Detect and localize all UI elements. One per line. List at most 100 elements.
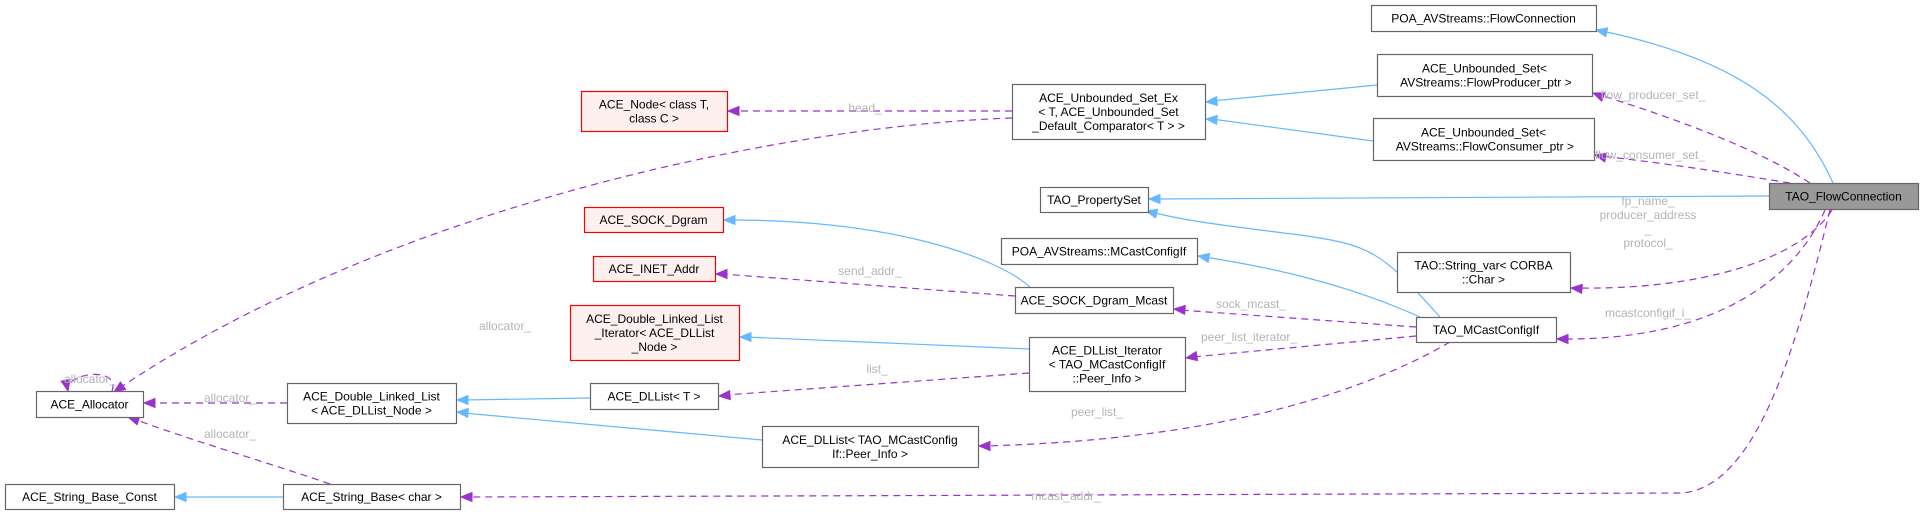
edge-label: flow_consumer_set_: [1595, 148, 1705, 162]
usage-edge-sock-dgram-mcast-to-inet-addr: [714, 268, 1016, 297]
node-box: [1396, 251, 1572, 294]
edge-line: [1203, 256, 1421, 318]
edge-label: allocator_: [204, 391, 256, 405]
class-node-mcast-config-if[interactable]: TAO_MCastConfigIf: [1415, 316, 1558, 344]
nodes-layer: TAO_FlowConnection POA_AVStreams::FlowCon…: [4, 4, 1920, 511]
edge-line: [1601, 30, 1834, 184]
node-box: [580, 90, 729, 133]
node-label: ACE_Double_Linked_List< ACE_DLList_Node …: [303, 390, 440, 418]
node-label: ACE_String_Base< char >: [301, 490, 442, 504]
class-node-sock-dgram-mcast[interactable]: ACE_SOCK_Dgram_Mcast: [1014, 286, 1175, 315]
edge-label: mcastconfigif_i_: [1605, 306, 1691, 320]
arrowhead-icon: [717, 389, 731, 401]
arrowhead-icon: [459, 491, 473, 503]
edge-line: [724, 372, 1030, 396]
usage-edge-flow-connection-to-string-var: [1569, 209, 1833, 295]
usage-edge-flow-connection-to-unbounded-set-consumer: [1593, 152, 1791, 184]
edge-line: [466, 209, 1831, 498]
node-label: ACE_Allocator: [50, 398, 128, 412]
node-box: [589, 382, 720, 411]
inheritance-edge-dllist-peer-to-double-linked-list: [455, 407, 763, 441]
node-box: [1415, 316, 1558, 344]
edge-label: flow_producer_set_: [1601, 88, 1706, 102]
usage-edge-unbounded-set-ex-to-allocator: [112, 117, 1013, 393]
class-node-property-set[interactable]: TAO_PropertySet: [1039, 186, 1150, 214]
edge-label: allocator_: [64, 372, 116, 386]
class-node-flow-connection: TAO_FlowConnection: [1768, 182, 1920, 211]
node-box: [1014, 286, 1175, 315]
class-node-dllist-iterator-peer[interactable]: ACE_DLList_Iterator< TAO_MCastConfigIf::…: [1028, 336, 1187, 393]
inheritance-edge-flow-connection-to-property-set: [1147, 193, 1770, 205]
arrowhead-icon: [1591, 92, 1606, 103]
arrowhead-icon: [142, 397, 156, 409]
node-label: ACE_SOCK_Dgram_Mcast: [1021, 294, 1168, 308]
arrowhead-icon: [1184, 350, 1199, 362]
class-node-unbounded-set-consumer[interactable]: ACE_Unbounded_Set< AVStreams::FlowConsum…: [1372, 117, 1596, 162]
class-node-string-base-char[interactable]: ACE_String_Base< char >: [282, 483, 462, 511]
edge-line: [462, 397, 591, 401]
edge-line: [745, 336, 1030, 350]
node-box: [35, 390, 145, 419]
arrowhead-icon: [1172, 304, 1186, 316]
class-node-ace-node[interactable]: ACE_Node< class T,class C >: [580, 90, 729, 133]
node-label: ACE_Double_Linked_List_Iterator< ACE_DLL…: [586, 312, 723, 354]
node-label: ACE_DLList_Iterator< TAO_MCastConfigIf::…: [1049, 344, 1166, 386]
node-box: [1376, 53, 1594, 98]
node-box: [569, 304, 741, 362]
edge-label: peer_list_iterator_: [1201, 330, 1297, 344]
edge-line: [117, 117, 1013, 390]
arrowhead-icon: [60, 378, 71, 393]
class-node-string-var[interactable]: TAO::String_var< CORBA::Char >: [1396, 251, 1572, 294]
node-label: TAO_PropertySet: [1047, 193, 1141, 207]
inheritance-edge-dllist-iterator-peer-to-dll-iterator: [738, 331, 1030, 350]
edge-line: [1155, 195, 1770, 200]
node-box: [282, 483, 462, 511]
class-node-unbounded-set-producer[interactable]: ACE_Unbounded_Set< AVStreams::FlowProduc…: [1376, 53, 1594, 98]
edge-line: [462, 412, 763, 441]
node-label: POA_AVStreams::FlowConnection: [1391, 12, 1576, 26]
usage-edge-flow-connection-to-string-base-char: [459, 209, 1831, 503]
usage-edge-unbounded-set-ex-to-ace-node: [726, 105, 1012, 117]
node-label: TAO::String_var< CORBA::Char >: [1414, 259, 1552, 287]
class-node-dllist-t[interactable]: ACE_DLList< T >: [589, 382, 720, 411]
node-label: ACE_INET_Addr: [609, 262, 700, 276]
edge-label: allocator_: [479, 319, 531, 333]
node-box: [592, 255, 717, 283]
edge-line: [1599, 94, 1811, 184]
node-label: TAO_FlowConnection: [1785, 190, 1902, 204]
edge-label: send_addr_: [838, 264, 902, 278]
class-node-dll-iterator[interactable]: ACE_Double_Linked_List_Iterator< ACE_DLL…: [569, 304, 741, 362]
node-box: [761, 425, 980, 469]
node-box: [1000, 237, 1199, 266]
class-node-poa-flow-connection[interactable]: POA_AVStreams::FlowConnection: [1370, 4, 1598, 33]
class-node-unbounded-set-ex[interactable]: ACE_Unbounded_Set_Ex< T, ACE_Unbounded_S…: [1011, 83, 1207, 141]
edge-line: [721, 273, 1016, 297]
node-box: [286, 382, 458, 425]
node-label: ACE_SOCK_Dgram: [599, 213, 707, 227]
edge-line: [1211, 118, 1374, 142]
node-label: ACE_Unbounded_Set_Ex< T, ACE_Unbounded_S…: [1031, 91, 1185, 133]
arrowhead-icon: [455, 407, 469, 419]
edge-line: [67, 373, 114, 392]
inheritance-edge-flow-connection-to-poa-flow-connection: [1594, 27, 1834, 184]
arrowhead-icon: [714, 268, 728, 280]
class-node-inet-addr[interactable]: ACE_INET_Addr: [592, 255, 717, 283]
arrowhead-icon: [1555, 333, 1569, 345]
arrowhead-icon: [722, 214, 736, 226]
edge-labels-layer: flow_producer_set_ flow_consumer_set_ fp_n…: [64, 88, 1706, 503]
class-node-poa-mcast-config[interactable]: POA_AVStreams::MCastConfigIf: [1000, 237, 1199, 266]
class-node-allocator[interactable]: ACE_Allocator: [35, 390, 145, 419]
inheritance-edge-dllist-t-to-double-linked-list: [455, 394, 591, 406]
edge-label: fp_name_producer_address_protocol_: [1600, 194, 1697, 250]
inheritance-edge-string-base-char-to-string-base-const: [173, 491, 283, 503]
class-node-double-linked-list[interactable]: ACE_Double_Linked_List< ACE_DLList_Node …: [286, 382, 458, 425]
usage-edge-mcast-config-if-to-dllist-peer: [977, 341, 1451, 452]
edge-label: list_: [866, 362, 888, 376]
node-label: ACE_Node< class T,class C >: [599, 98, 709, 126]
edges-layer: [60, 27, 1834, 503]
edge-line: [1576, 209, 1833, 289]
class-node-string-base-const[interactable]: ACE_String_Base_Const: [4, 483, 176, 511]
class-node-sock-dgram[interactable]: ACE_SOCK_Dgram: [583, 206, 725, 234]
